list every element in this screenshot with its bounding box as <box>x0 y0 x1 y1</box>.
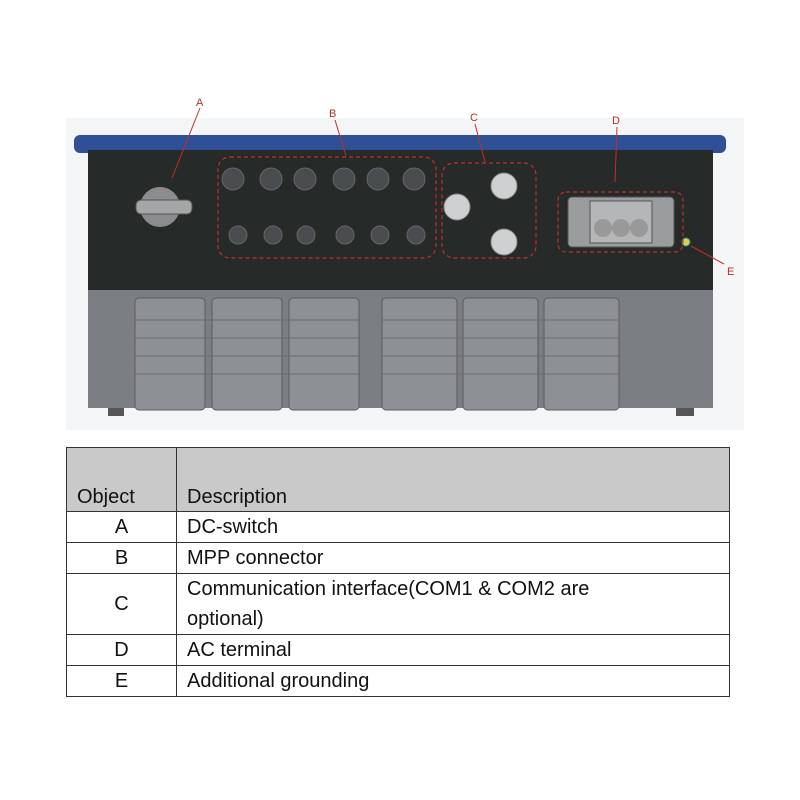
callout-d: D <box>612 115 620 127</box>
component-table: Object Description A DC-switch B MPP con… <box>66 447 730 697</box>
description-cell: Additional grounding <box>176 665 730 697</box>
table-row: C Communication interface(COM1 & COM2 ar… <box>66 573 730 635</box>
header-object: Object <box>66 447 177 512</box>
table-row: A DC-switch <box>66 511 730 543</box>
foot-right <box>676 408 694 416</box>
callout-leaders <box>171 107 725 265</box>
blue-lid <box>74 135 726 153</box>
cooling-fins <box>134 297 620 411</box>
object-cell: E <box>66 665 177 697</box>
callout-boxes <box>217 156 684 259</box>
ac-terminal <box>567 196 675 248</box>
object-cell: D <box>66 634 177 666</box>
object-cell: A <box>66 511 177 543</box>
callout-b: B <box>329 108 336 120</box>
inverter-bottom-view-illustration: A B C D E <box>66 97 744 430</box>
description-cell: MPP connector <box>176 542 730 574</box>
mpp-connectors <box>221 167 426 245</box>
callout-e: E <box>727 266 734 278</box>
object-cell: B <box>66 542 177 574</box>
callout-a: A <box>196 97 204 109</box>
table-row: B MPP connector <box>66 542 730 574</box>
header-description: Description <box>176 447 730 512</box>
table-row: D AC terminal <box>66 634 730 666</box>
table-header-row: Object Description <box>66 447 730 512</box>
callout-c: C <box>470 112 478 124</box>
description-cell: AC terminal <box>176 634 730 666</box>
grounding-point <box>681 237 691 247</box>
object-cell: C <box>66 573 177 635</box>
description-cell: DC-switch <box>176 511 730 543</box>
table-row: E Additional grounding <box>66 665 730 697</box>
description-cell: Communication interface(COM1 & COM2 are … <box>176 573 730 635</box>
communication-glands <box>443 172 518 256</box>
foot-left <box>108 408 124 416</box>
dc-switch <box>135 187 193 227</box>
